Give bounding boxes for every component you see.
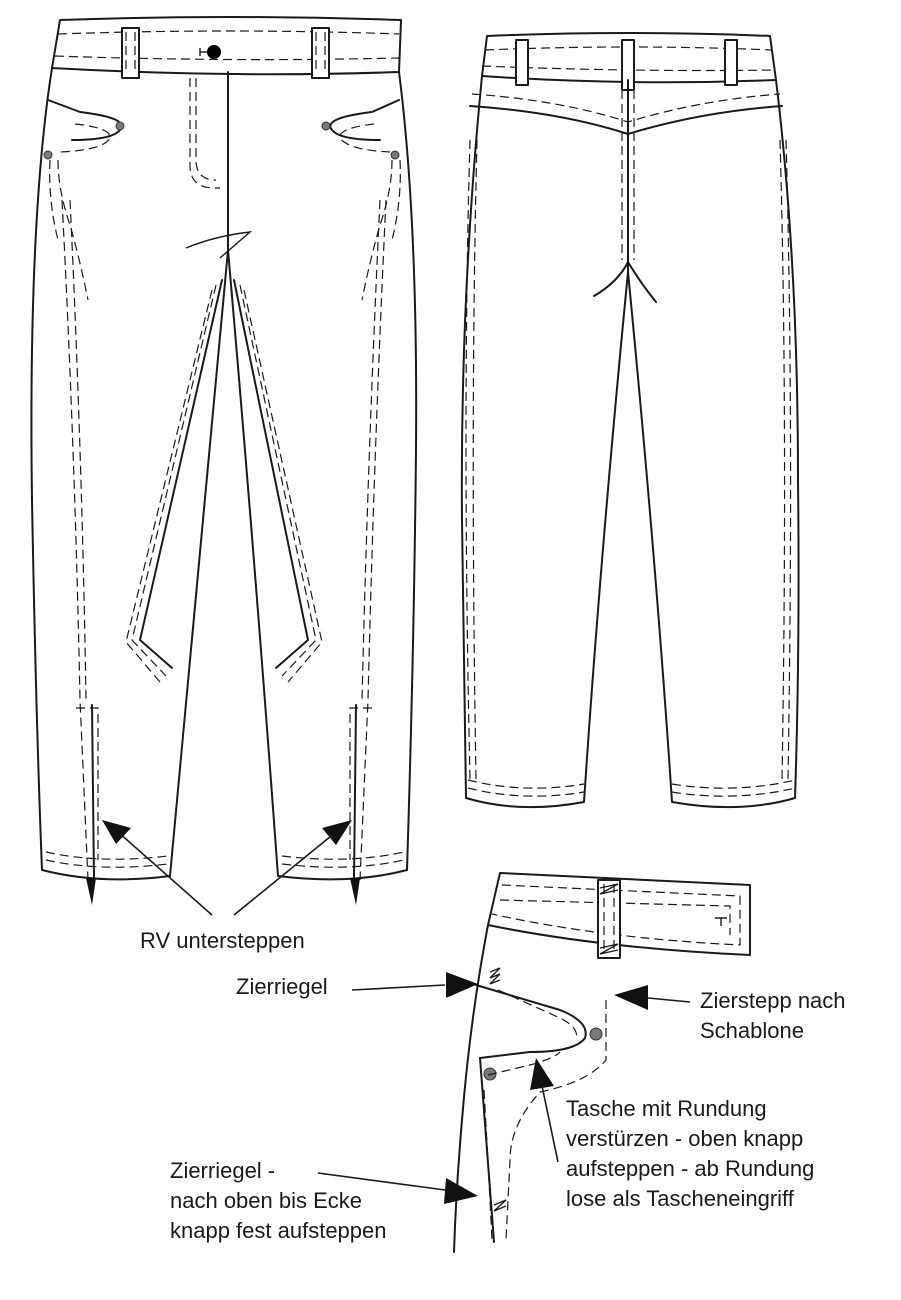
label-zierriegel-top: Zierriegel <box>236 974 328 999</box>
back-yoke <box>469 105 783 135</box>
label-rv-untersteppen: RV untersteppen <box>140 928 305 953</box>
back-view <box>460 32 800 809</box>
detail-pocket-opening <box>475 984 587 1059</box>
back-outline <box>460 75 800 809</box>
pocket-detail <box>453 872 751 1253</box>
front-waistband <box>51 16 402 76</box>
label-tasche: Tasche mit Rundung verstürzen - oben kna… <box>566 1096 815 1211</box>
front-pocket-left <box>47 99 123 141</box>
arrow-tasche <box>530 1058 554 1090</box>
arrow-rv-right <box>322 820 352 845</box>
waist-button <box>207 45 221 59</box>
back-belt-loop-left <box>515 39 529 86</box>
label-zierstepp: Zierstepp nach Schablone <box>700 988 846 1043</box>
arrow-zierriegel-2 <box>444 1178 478 1204</box>
front-knee-panel-right <box>233 279 309 669</box>
back-belt-loop-right <box>724 39 738 86</box>
front-outline <box>30 67 418 881</box>
front-pocket-right <box>329 99 400 141</box>
label-zierriegel-bottom: Zierriegel - nach oben bis Ecke knapp fe… <box>170 1158 387 1243</box>
arrow-zierstepp <box>614 985 648 1010</box>
front-view <box>30 16 418 905</box>
front-belt-loop-right <box>311 27 330 79</box>
arrow-rv-left <box>102 820 131 844</box>
callout-arrows <box>102 820 691 1204</box>
detail-side-seam <box>453 924 489 1253</box>
arrow-zierriegel-1 <box>446 972 478 998</box>
front-knee-panel-left <box>139 279 223 669</box>
front-belt-loop-left <box>121 27 140 79</box>
